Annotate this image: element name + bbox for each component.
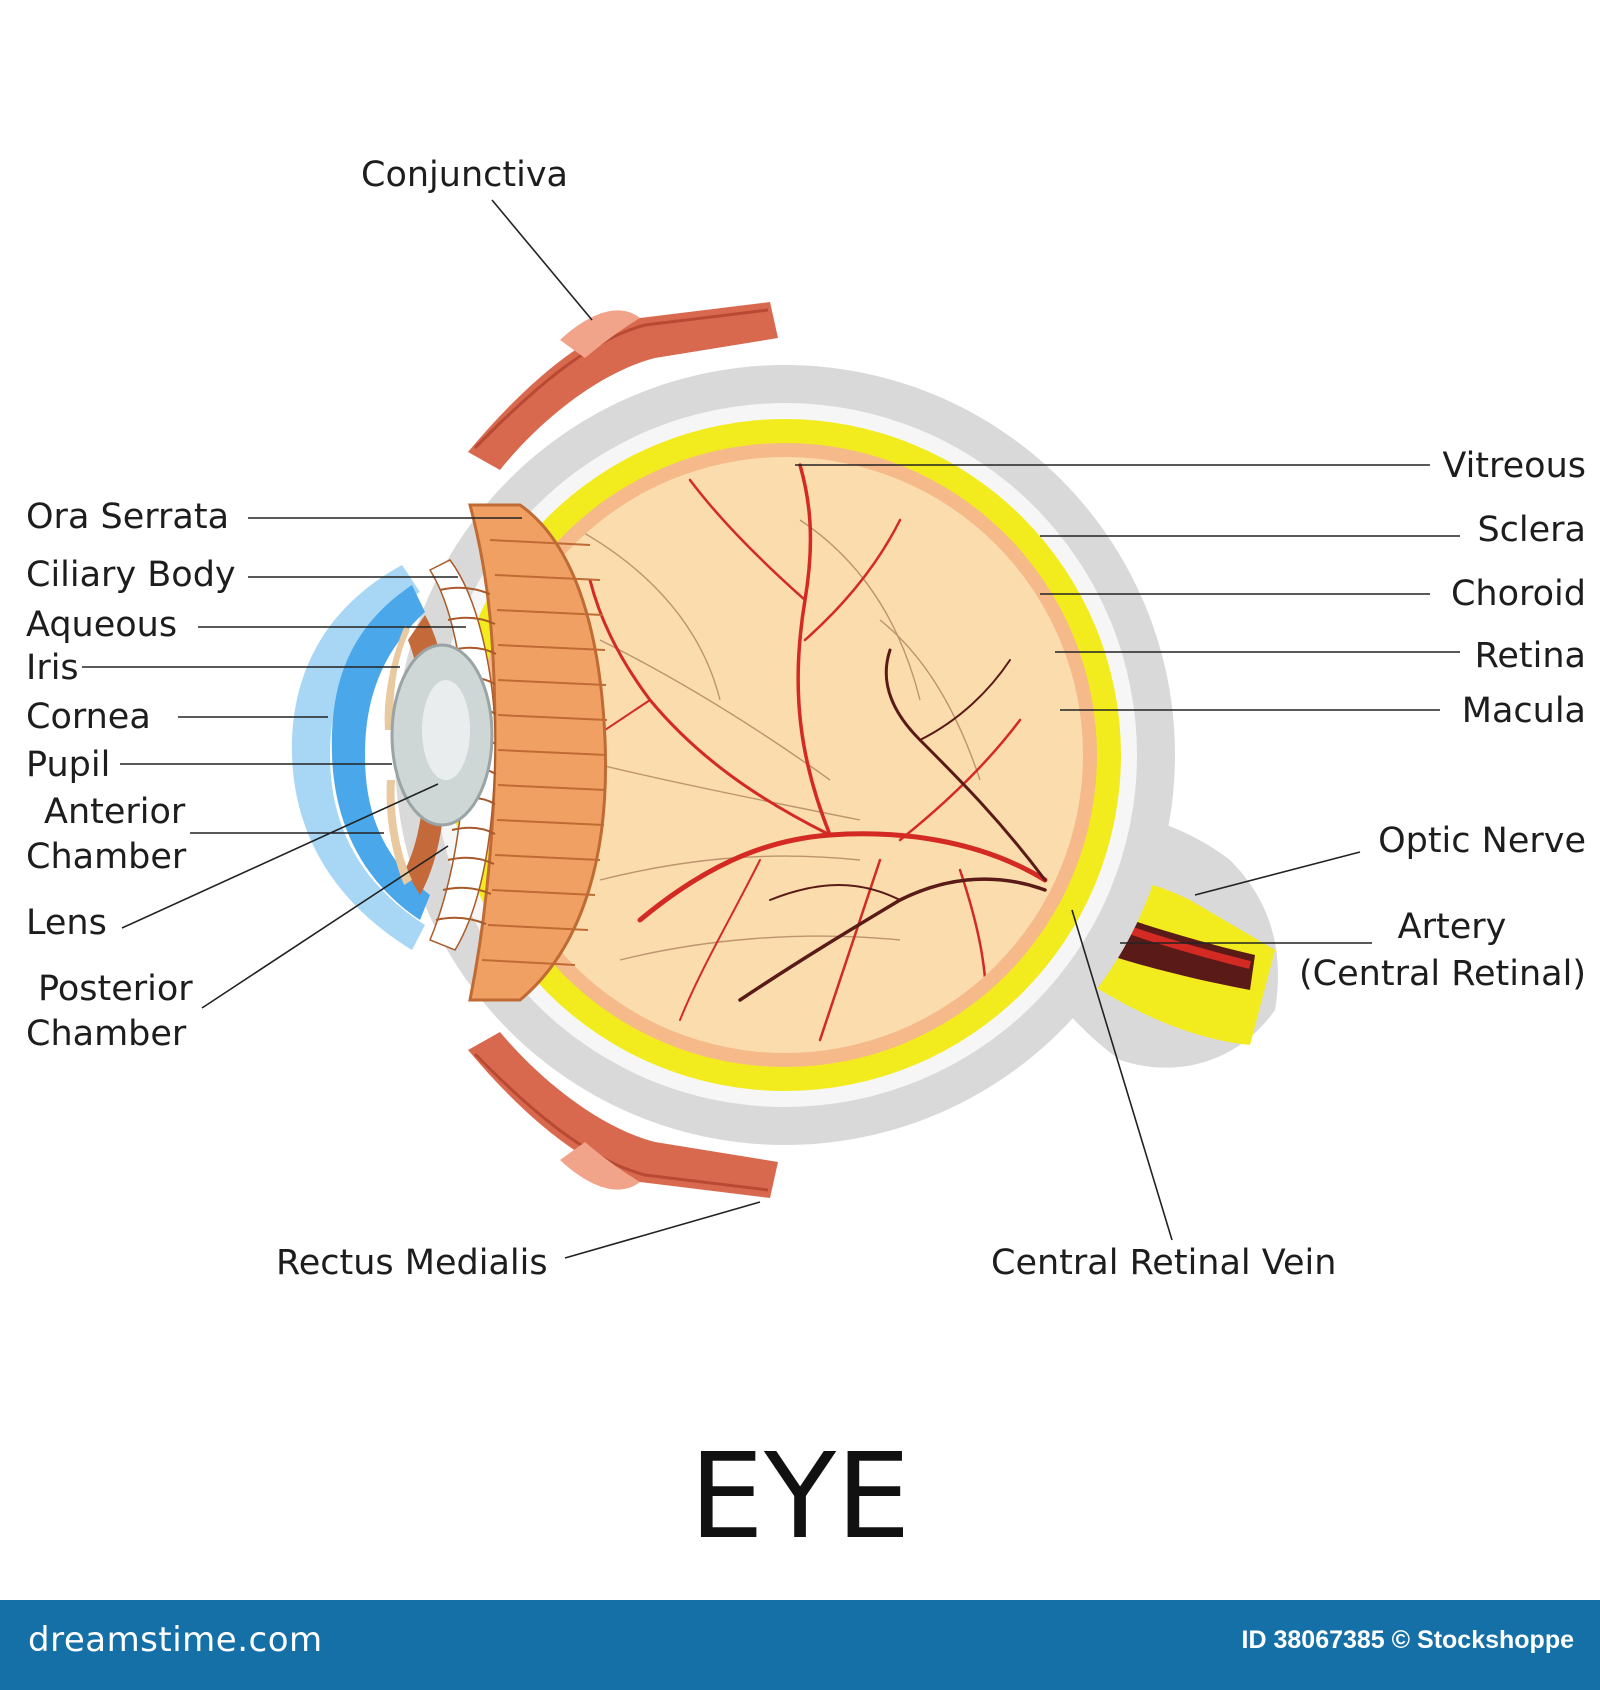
label-iris: Iris [26, 648, 79, 688]
rectus-medialis-muscle [468, 1032, 778, 1198]
vitreous-texture [559, 519, 981, 961]
label-posterior-chamber-line1: Posterior [38, 969, 193, 1009]
label-lens: Lens [26, 903, 107, 943]
label-anterior-chamber-line1: Anterior [44, 792, 186, 832]
image-credit: ID 38067385 © Stockshoppe [1241, 1626, 1574, 1654]
rectus-superior-muscle [468, 302, 778, 470]
label-choroid: Choroid [1451, 574, 1586, 614]
vitreous-body [487, 457, 1083, 1053]
label-anterior-chamber-line2: Chamber [26, 837, 187, 877]
label-artery-line1: Artery [1398, 907, 1507, 947]
cornea [291, 565, 430, 950]
label-cornea: Cornea [26, 697, 151, 737]
label-rectus-medialis: Rectus Medialis [276, 1243, 548, 1283]
label-central-retinal-vein: Central Retinal Vein [991, 1243, 1336, 1283]
label-conjunctiva: Conjunctiva [361, 155, 568, 195]
site-watermark[interactable]: dreamstime.com [28, 1620, 323, 1660]
ciliary-body [428, 503, 608, 1002]
eye-anatomy-diagram: Conjunctiva Ora Serrata Ciliary Body Aqu… [26, 155, 1586, 1565]
label-retina: Retina [1475, 636, 1586, 676]
label-macula: Macula [1462, 691, 1586, 731]
label-posterior-chamber-line2: Chamber [26, 1014, 187, 1054]
label-vitreous: Vitreous [1442, 446, 1586, 486]
label-optic-nerve: Optic Nerve [1378, 821, 1586, 861]
eyeball [395, 365, 1175, 1145]
leader-lines [82, 199, 1460, 1259]
label-sclera: Sclera [1477, 510, 1586, 550]
lens [390, 643, 494, 827]
label-ora-serrata: Ora Serrata [26, 497, 229, 537]
label-pupil: Pupil [26, 745, 110, 785]
label-ciliary-body: Ciliary Body [26, 555, 236, 595]
label-artery-line2: (Central Retinal) [1299, 954, 1586, 994]
label-aqueous: Aqueous [26, 605, 177, 645]
diagram-title: EYE [689, 1427, 910, 1565]
footer-bar: dreamstime.com ID 38067385 © Stockshoppe [0, 1600, 1600, 1690]
